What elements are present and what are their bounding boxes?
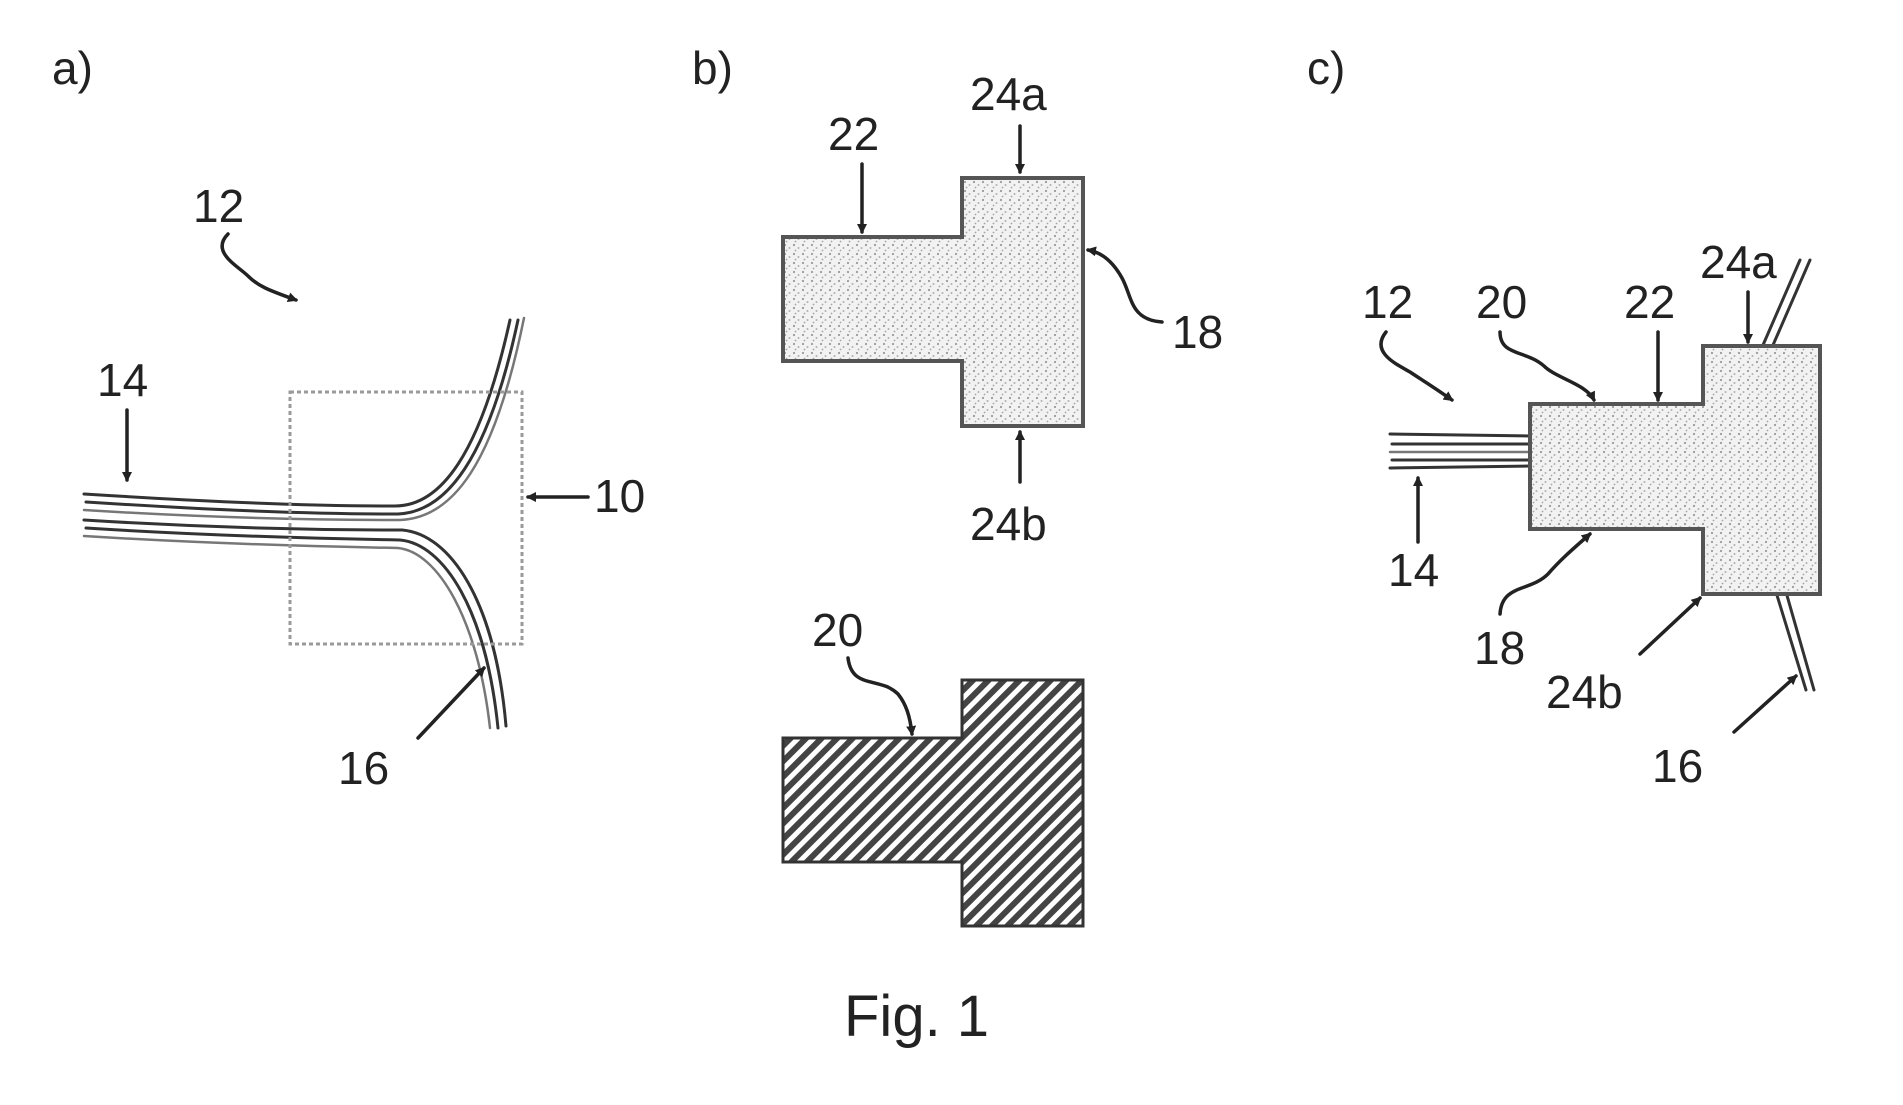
panel-c-title: c): [1307, 42, 1345, 94]
label-tow-end-c: 14: [1388, 544, 1439, 596]
label-insert-c: 18: [1474, 622, 1525, 674]
insert-part: [781, 176, 1085, 428]
insert-assembly: [1528, 344, 1822, 596]
label-insert-b: 18: [1172, 306, 1223, 358]
leader-bottom-face-c: [1638, 596, 1702, 656]
fiber-tow-c: [1388, 258, 1816, 692]
figure-caption: Fig. 1: [844, 984, 989, 1049]
label-bottom-face-b: 24b: [970, 498, 1047, 550]
leader-fiber-a: [416, 666, 486, 740]
label-tow-a: 12: [193, 180, 244, 232]
label-fiber-c: 16: [1652, 740, 1703, 792]
leader-insert-c: [1498, 532, 1592, 616]
label-tow-c: 12: [1362, 276, 1413, 328]
mould-part: [781, 678, 1085, 928]
label-device: 10: [594, 470, 645, 522]
panel-b-title: b): [692, 42, 733, 94]
label-step-c: 22: [1624, 276, 1675, 328]
label-fiber-a: 16: [338, 742, 389, 794]
device-frame: [288, 390, 524, 646]
fiber-tow: [82, 316, 526, 730]
panel-c: c) 12 20 22 24a 14 18: [1307, 42, 1822, 792]
label-mould-part-c: 20: [1476, 276, 1527, 328]
label-top-face-c: 24a: [1700, 236, 1777, 288]
leader-tow-a: [220, 232, 298, 303]
leader-insert-b: [1086, 246, 1164, 324]
panel-b: b) 24a 22 18 24b 20: [692, 42, 1223, 928]
label-mould-part-b: 20: [812, 604, 863, 656]
panel-a-title: a): [52, 42, 93, 94]
label-tow-end-a: 14: [97, 354, 148, 406]
label-step-b: 22: [828, 108, 879, 160]
panel-a: a) 12 14 10 16: [52, 42, 645, 794]
label-top-face-b: 24a: [970, 68, 1047, 120]
leader-mould-part-c: [1498, 330, 1596, 402]
leader-tow-c: [1379, 330, 1454, 402]
leader-mould-part-b: [846, 656, 917, 736]
label-bottom-face-c: 24b: [1546, 666, 1623, 718]
leader-fiber-c: [1732, 674, 1798, 734]
